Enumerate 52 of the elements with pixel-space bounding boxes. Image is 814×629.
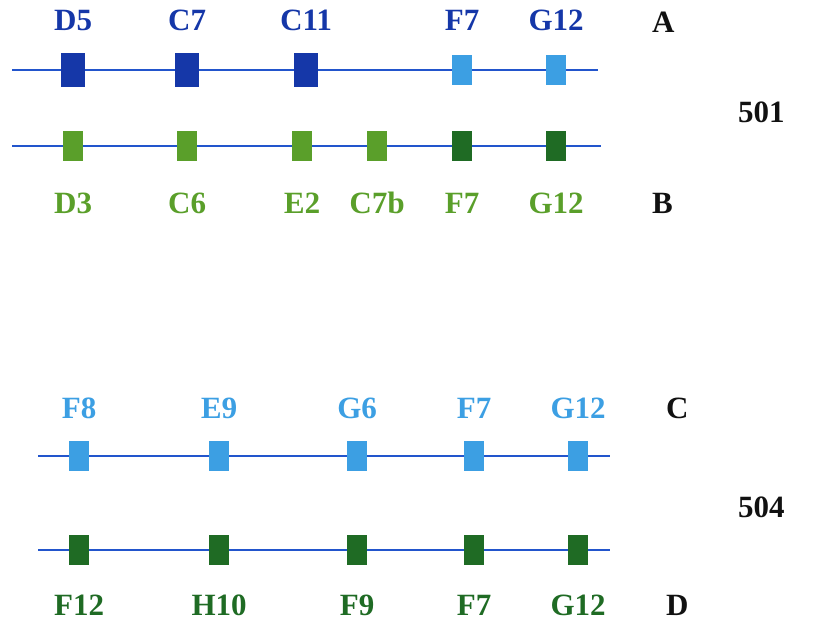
marker-label: G12 bbox=[550, 391, 606, 425]
marker-label: E9 bbox=[200, 391, 238, 425]
connector-line bbox=[89, 455, 209, 457]
connector-line bbox=[566, 69, 598, 71]
row-label: B bbox=[652, 186, 673, 220]
connector-line bbox=[312, 145, 367, 147]
connector-line bbox=[83, 145, 177, 147]
marker-label: G12 bbox=[528, 3, 584, 37]
connector-line bbox=[85, 69, 175, 71]
connector-line bbox=[12, 145, 63, 147]
row-label: 504 bbox=[738, 490, 784, 524]
marker-label: C11 bbox=[280, 3, 332, 37]
connector-line bbox=[89, 549, 209, 551]
connector-line bbox=[38, 455, 69, 457]
connector-line bbox=[387, 145, 452, 147]
marker-label: C7b bbox=[349, 186, 405, 220]
connector-line bbox=[484, 455, 568, 457]
connector-line bbox=[199, 69, 294, 71]
marker-label: F7 bbox=[444, 3, 480, 37]
marker-label: C7 bbox=[168, 3, 206, 37]
marker-label: G12 bbox=[528, 186, 584, 220]
marker-label: F7 bbox=[444, 186, 480, 220]
connector-line bbox=[12, 69, 61, 71]
marker-label: G12 bbox=[550, 588, 606, 622]
marker-label: F12 bbox=[54, 588, 104, 622]
connector-line bbox=[588, 455, 610, 457]
marker-label: C6 bbox=[168, 186, 206, 220]
row-label: C bbox=[666, 391, 688, 425]
marker-label: H10 bbox=[191, 588, 247, 622]
connector-line bbox=[318, 69, 452, 71]
connector-line bbox=[588, 549, 610, 551]
marker-label: D3 bbox=[54, 186, 92, 220]
connector-line bbox=[472, 145, 546, 147]
marker-label: F9 bbox=[340, 588, 374, 622]
connector-line bbox=[367, 455, 464, 457]
marker-label: F7 bbox=[456, 391, 492, 425]
connector-line bbox=[566, 145, 601, 147]
row-label: 501 bbox=[738, 95, 784, 129]
marker-label: D5 bbox=[54, 3, 92, 37]
marker-label: E2 bbox=[284, 186, 320, 220]
connector-line bbox=[472, 69, 546, 71]
marker-label: F8 bbox=[62, 391, 96, 425]
connector-line bbox=[38, 549, 69, 551]
marker-label: G6 bbox=[337, 391, 377, 425]
row-label: D bbox=[666, 588, 688, 622]
connector-line bbox=[197, 145, 292, 147]
connector-line bbox=[229, 549, 347, 551]
connector-line bbox=[367, 549, 464, 551]
connector-line bbox=[484, 549, 568, 551]
marker-label: F7 bbox=[456, 588, 492, 622]
row-label: A bbox=[652, 5, 674, 39]
connector-line bbox=[229, 455, 347, 457]
